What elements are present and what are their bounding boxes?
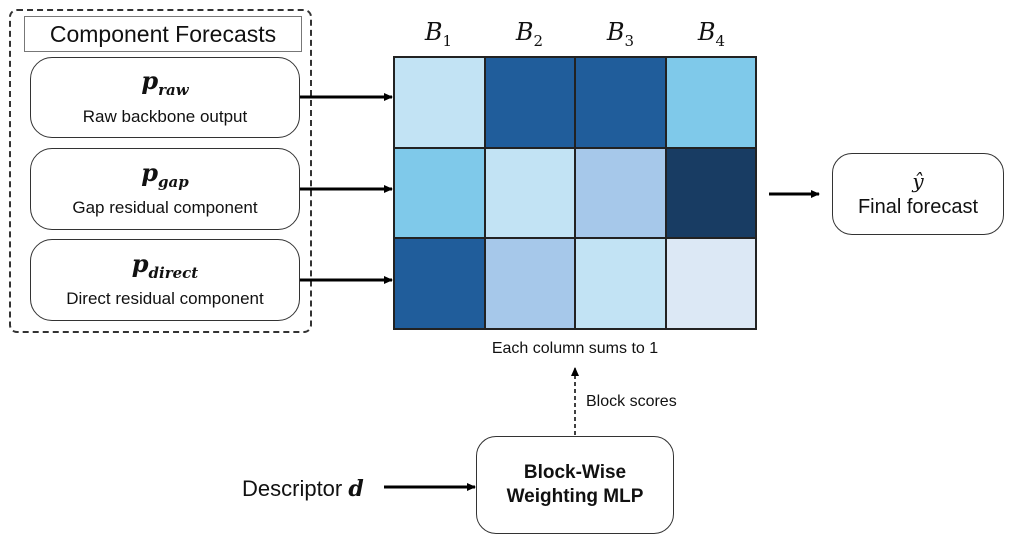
descriptor-variable: d <box>348 476 364 502</box>
component-direct: pdirect Direct residual component <box>30 239 300 321</box>
matrix-cell-r2-c4 <box>665 147 756 239</box>
matrix-cell-r2-c3 <box>575 147 666 239</box>
block-label-2: B2 <box>515 18 544 50</box>
final-forecast-box: ŷ Final forecast <box>832 153 1004 235</box>
matrix-cell-r2-c1 <box>394 147 485 239</box>
block-scores-label: Block scores <box>586 393 677 410</box>
matrix-cell-r1-c4 <box>665 57 756 148</box>
matrix-cell-r3-c3 <box>575 238 666 329</box>
component-raw: praw Raw backbone output <box>30 57 300 138</box>
component-direct-symbol: pdirect <box>131 248 199 282</box>
matrix-cell-r2-c2 <box>484 147 575 239</box>
matrix-cell-r1-c2 <box>484 57 575 148</box>
final-forecast-label: Final forecast <box>857 196 979 218</box>
final-forecast-symbol: ŷ <box>912 169 924 193</box>
block-label-3: B3 <box>606 18 635 50</box>
block-label-4: B4 <box>697 18 726 50</box>
block-label-1: B1 <box>424 18 453 50</box>
component-gap-symbol: pgap <box>141 157 189 191</box>
descriptor: Descriptor d <box>242 474 364 504</box>
component-forecasts-group <box>9 9 312 333</box>
group-title: Component Forecasts <box>24 16 302 52</box>
matrix-cell-r3-c1 <box>394 238 485 329</box>
column-sum-note: Each column sums to 1 <box>491 340 659 357</box>
matrix-cell-r3-c2 <box>484 238 575 329</box>
block-header: B1 B2 B3 B4 <box>393 14 757 54</box>
matrix-cell-r3-c4 <box>665 238 756 329</box>
component-gap-description: Gap residual component <box>72 198 258 218</box>
component-gap: pgap Gap residual component <box>30 148 300 230</box>
weight-matrix <box>393 56 757 330</box>
matrix-cell-r1-c3 <box>575 57 666 148</box>
mlp-title-line-2: Weighting MLP <box>506 486 644 507</box>
descriptor-label: Descriptor <box>242 476 343 501</box>
matrix-cell-r1-c1 <box>394 57 485 148</box>
component-raw-symbol: praw <box>141 66 189 99</box>
mlp-title-line-1: Block-Wise <box>523 462 627 483</box>
component-raw-description: Raw backbone output <box>82 106 248 126</box>
component-direct-description: Direct residual component <box>66 289 264 309</box>
